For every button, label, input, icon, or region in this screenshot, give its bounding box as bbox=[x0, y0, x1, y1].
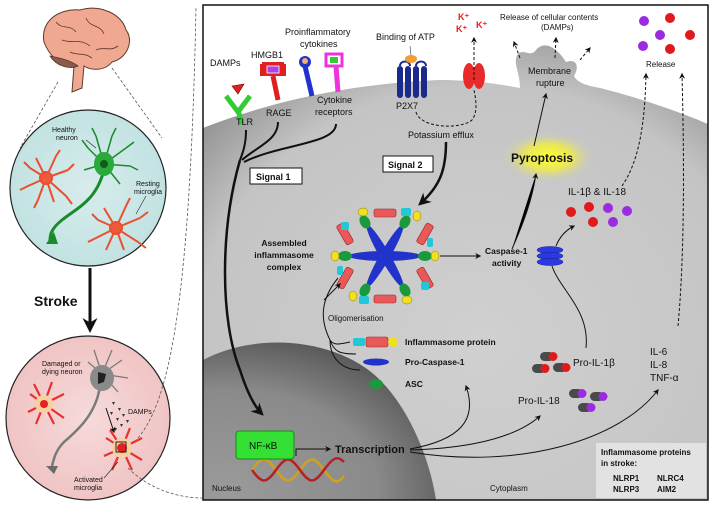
membrane-rupture-label: Membrane bbox=[528, 66, 571, 76]
activated-microglia-icon bbox=[103, 427, 143, 471]
info-item: NLRP3 bbox=[613, 485, 640, 494]
activated-microglia-label: Activated bbox=[74, 477, 103, 484]
assembled-complex-label: Assembled bbox=[261, 238, 306, 248]
info-item: NLRP1 bbox=[613, 474, 640, 483]
cytokine-receptors-label: receptors bbox=[315, 107, 353, 117]
il8-label: IL-8 bbox=[650, 360, 668, 371]
damaged-neuron-icon bbox=[46, 349, 129, 474]
legend-inflammasome-label: Inflammasome protein bbox=[405, 337, 496, 347]
signal2-label: Signal 2 bbox=[388, 160, 423, 170]
legend-procaspase-icon bbox=[363, 358, 389, 366]
potassium-efflux-label: Potassium efflux bbox=[408, 130, 474, 140]
rage-label: RAGE bbox=[266, 108, 292, 118]
pro-il18-label: Pro-IL-18 bbox=[518, 396, 560, 407]
healthy-brain-circle: Healthy neuron Resting microglia bbox=[9, 109, 167, 267]
zoom-line bbox=[111, 67, 163, 139]
damaged-neuron-label: Damaged or bbox=[42, 361, 81, 368]
k-ion: K⁺ bbox=[476, 20, 487, 30]
hmgb1-label: HMGB1 bbox=[251, 50, 283, 60]
healthy-neuron-label: neuron bbox=[56, 135, 78, 142]
potassium-channel-icon bbox=[463, 63, 485, 89]
released-cytokines bbox=[638, 13, 695, 54]
caspase-activity-label: activity bbox=[492, 258, 522, 268]
legend-inflammasome-icon bbox=[353, 336, 398, 348]
release-label: Release bbox=[646, 60, 676, 69]
pro-il18-icon bbox=[569, 389, 608, 412]
caspase-disk-icon bbox=[536, 246, 564, 266]
atp-binding-label: Binding of ATP bbox=[376, 32, 435, 42]
cytoplasm-label: Cytoplasm bbox=[490, 484, 528, 493]
tlr-receptor-icon bbox=[224, 83, 252, 125]
info-item: NLRC4 bbox=[657, 474, 684, 483]
damaged-neuron-label: dying neuron bbox=[42, 369, 83, 376]
info-box: Inflammasome proteins in stroke: NLRP1 N… bbox=[596, 443, 706, 498]
tnf-label: TNF-α bbox=[650, 373, 679, 384]
info-item: AIM2 bbox=[657, 485, 677, 494]
legend-procaspase-label: Pro-Caspase-1 bbox=[405, 357, 465, 367]
activated-microglia-icon bbox=[27, 381, 65, 425]
rage-receptor-icon bbox=[260, 62, 286, 101]
legend-asc-icon bbox=[369, 379, 383, 389]
signal1-box bbox=[249, 167, 303, 185]
brain-illustration bbox=[42, 7, 130, 93]
pyroptosis-glow bbox=[500, 131, 596, 183]
cytokine-receptors-label: Cytokine bbox=[317, 95, 352, 105]
k-ion: K⁺ bbox=[456, 24, 467, 34]
il6-label: IL-6 bbox=[650, 347, 668, 358]
resting-microglia-icon bbox=[87, 197, 149, 251]
signal2-box bbox=[382, 155, 434, 173]
info-box-title: Inflammasome proteins bbox=[601, 448, 691, 457]
assembled-complex-label: inflammasome bbox=[254, 250, 314, 260]
resting-microglia-icon bbox=[19, 149, 75, 209]
info-box-title: in stroke: bbox=[601, 459, 637, 468]
damps-label: DAMPs bbox=[128, 409, 152, 416]
il-pair-label: IL-1β & IL-18 bbox=[568, 187, 626, 198]
legend-asc-label: ASC bbox=[405, 379, 423, 389]
pyroptosis-label: Pyroptosis bbox=[511, 151, 573, 165]
signal1-pathway bbox=[223, 121, 337, 416]
zoom-line bbox=[137, 7, 197, 439]
proinflammatory-label: Proinflammatory bbox=[285, 27, 351, 37]
oligomerisation-label: Oligomerisation bbox=[328, 314, 384, 323]
k-ion: K⁺ bbox=[458, 12, 469, 22]
healthy-neuron-label: Healthy bbox=[52, 127, 76, 134]
caspase-activity-label: Caspase-1 bbox=[485, 246, 528, 256]
activated-microglia-label: microglia bbox=[74, 485, 102, 492]
inflammasome-complex-icon bbox=[330, 207, 440, 305]
p2x7-receptor-icon bbox=[397, 45, 427, 98]
cytokine-receptor-icon bbox=[299, 52, 344, 97]
signal2-arrow bbox=[418, 141, 448, 206]
zoom-line bbox=[19, 81, 59, 149]
healthy-neuron-icon bbox=[46, 127, 139, 244]
transcription-pathways bbox=[409, 384, 659, 458]
signal1-label: Signal 1 bbox=[256, 172, 291, 182]
assembled-complex-label: complex bbox=[267, 262, 302, 272]
p2x7-label: P2X7 bbox=[396, 101, 418, 111]
mature-cytokines bbox=[566, 202, 632, 227]
cytokines-label: cytokines bbox=[300, 39, 338, 49]
efflux-path bbox=[415, 89, 477, 127]
tlr-label: TLR bbox=[236, 117, 254, 127]
nucleus-label: Nucleus bbox=[212, 484, 241, 493]
transcription-label: Transcription bbox=[335, 444, 405, 456]
membrane-rupture-label: rupture bbox=[536, 78, 565, 88]
nfkb-label: NF-κB bbox=[249, 441, 278, 452]
release-contents-label: Release of cellular contents bbox=[500, 13, 598, 22]
stroke-label: Stroke bbox=[34, 293, 78, 309]
resting-microglia-label: Resting bbox=[136, 181, 160, 188]
stroke-brain-circle: Damaged or dying neuron DAMPs Activated … bbox=[5, 335, 171, 501]
nfkb-box bbox=[235, 430, 295, 460]
pro-il1b-label: Pro-IL-1β bbox=[573, 358, 615, 369]
pro-il1b-icon bbox=[532, 352, 571, 373]
damps-label: (DAMPs) bbox=[541, 23, 574, 32]
damps-label: DAMPs bbox=[210, 58, 241, 68]
resting-microglia-label: microglia bbox=[134, 189, 162, 196]
dna-helix-icon bbox=[250, 456, 345, 483]
